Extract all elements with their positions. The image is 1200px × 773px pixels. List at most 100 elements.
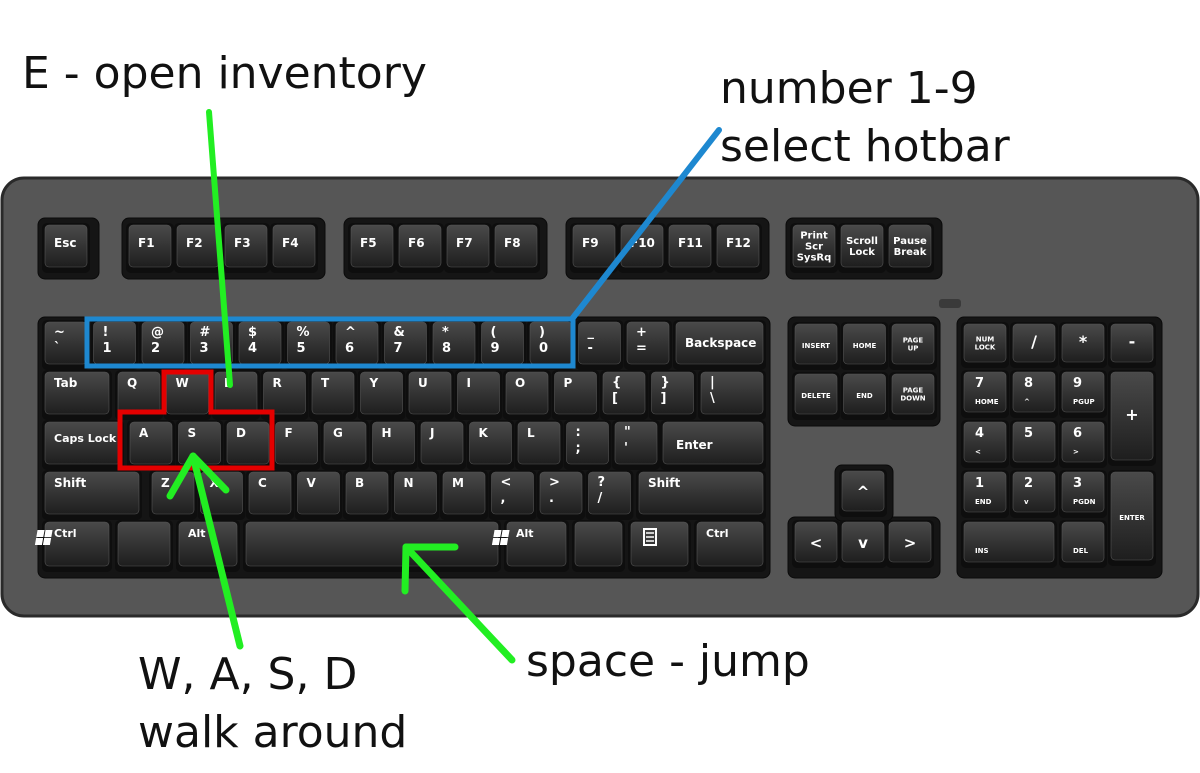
key-f4[interactable]: F4 <box>270 223 318 273</box>
key-f[interactable]: F <box>272 420 321 470</box>
key-n[interactable]: N <box>391 470 440 520</box>
key-f3[interactable]: F3 <box>222 223 270 273</box>
key-f12[interactable]: F12 <box>714 223 762 273</box>
key-lctrl[interactable]: Ctrl <box>42 520 112 572</box>
key-f7[interactable]: F7 <box>444 223 492 273</box>
key-np2-number: 2 <box>1024 476 1033 491</box>
key-b[interactable]: B <box>343 470 391 520</box>
key-pipe[interactable]: |\ <box>698 370 766 420</box>
key-f11[interactable]: F11 <box>666 223 714 273</box>
key-f8[interactable]: F8 <box>492 223 540 273</box>
key-delete[interactable]: DELETE <box>792 372 840 420</box>
key-np_mul[interactable]: * <box>1059 322 1107 368</box>
key-enter[interactable]: Enter <box>660 420 766 470</box>
key-esc[interactable]: Esc <box>42 223 90 273</box>
key-tilde[interactable]: ~` <box>42 320 90 370</box>
key-np5[interactable]: 5 <box>1010 420 1058 468</box>
key-np4[interactable]: 4< <box>961 420 1009 468</box>
key-d[interactable]: D <box>224 420 272 470</box>
key-period[interactable]: >. <box>537 470 585 520</box>
key-comma[interactable]: <, <box>488 470 537 520</box>
key-y[interactable]: Y <box>357 370 406 420</box>
key-backspace[interactable]: Backspace <box>673 320 766 370</box>
key-insert[interactable]: INSERT <box>792 322 840 370</box>
key-np_div[interactable]: / <box>1010 322 1058 368</box>
key-h[interactable]: H <box>369 420 418 470</box>
key-u[interactable]: U <box>406 370 454 420</box>
key-o[interactable]: O <box>503 370 551 420</box>
key-pagedown-label-1: DOWN <box>900 394 925 402</box>
key-space[interactable] <box>243 520 501 572</box>
key-7[interactable]: &7 <box>381 320 430 370</box>
key-semicolon[interactable]: :; <box>563 420 612 470</box>
key-lbrace[interactable]: {[ <box>600 370 648 420</box>
key-f6[interactable]: F6 <box>396 223 444 273</box>
key-r[interactable]: R <box>260 370 309 420</box>
key-t[interactable]: T <box>309 370 357 420</box>
key-2[interactable]: @2 <box>139 320 187 370</box>
key-rwin[interactable] <box>491 520 625 572</box>
key-quote[interactable]: "' <box>612 420 660 470</box>
key-left[interactable]: < <box>792 520 840 568</box>
key-home[interactable]: HOME <box>840 322 889 370</box>
key-f1[interactable]: F1 <box>126 223 174 273</box>
key-ralt[interactable]: Alt <box>504 520 569 572</box>
key-rbrace[interactable]: }] <box>648 370 697 420</box>
key-9[interactable]: (9 <box>478 320 527 370</box>
key-lwin[interactable] <box>34 520 173 572</box>
key-g[interactable]: G <box>321 420 369 470</box>
key-menu[interactable] <box>628 520 691 572</box>
key-m[interactable]: M <box>440 470 488 520</box>
key-j[interactable]: J <box>418 420 466 470</box>
key-q[interactable]: Q <box>115 370 163 420</box>
key-capslock[interactable]: Caps Lock <box>42 420 124 470</box>
key-equals[interactable]: += <box>624 320 672 370</box>
key-minus[interactable]: _- <box>575 320 624 370</box>
key-end[interactable]: END <box>840 372 889 420</box>
key-w[interactable]: W <box>163 370 212 420</box>
key-down[interactable]: v <box>839 520 887 568</box>
key-tab[interactable]: Tab <box>42 370 112 420</box>
key-i[interactable]: I <box>454 370 503 420</box>
key-k[interactable]: K <box>466 420 515 470</box>
key-p[interactable]: P <box>551 370 600 420</box>
key-rshift[interactable]: Shift <box>636 470 766 520</box>
key-5[interactable]: %5 <box>284 320 333 370</box>
key-l[interactable]: L <box>515 420 563 470</box>
key-np2[interactable]: 2v <box>1010 470 1058 518</box>
key-1[interactable]: !1 <box>90 320 139 370</box>
key-rctrl[interactable]: Ctrl <box>694 520 766 572</box>
key-v[interactable]: V <box>294 470 343 520</box>
key-4[interactable]: $4 <box>236 320 284 370</box>
key-np8[interactable]: 8^ <box>1010 370 1058 418</box>
key-np_sub[interactable]: - <box>1108 322 1156 368</box>
key-f2[interactable]: F2 <box>174 223 222 273</box>
key-np0[interactable]: INS <box>961 520 1057 568</box>
key-6[interactable]: ^6 <box>333 320 381 370</box>
key-0[interactable]: )0 <box>527 320 575 370</box>
key-np_dot[interactable]: DEL <box>1059 520 1107 568</box>
key-f5[interactable]: F5 <box>348 223 396 273</box>
key-lshift[interactable]: Shift <box>42 470 142 520</box>
key-np6[interactable]: 6> <box>1059 420 1107 468</box>
key-up[interactable]: ^ <box>839 469 887 517</box>
key-a[interactable]: A <box>127 420 175 470</box>
key-f9[interactable]: F9 <box>570 223 618 273</box>
key-c[interactable]: C <box>246 470 294 520</box>
key-s[interactable]: S <box>175 420 224 470</box>
key-np_add[interactable]: + <box>1108 370 1156 466</box>
key-slash[interactable]: ?/ <box>585 470 634 520</box>
key-np_enter[interactable]: ENTER <box>1108 470 1156 566</box>
key-8[interactable]: *8 <box>430 320 478 370</box>
key-right[interactable]: > <box>886 520 934 568</box>
